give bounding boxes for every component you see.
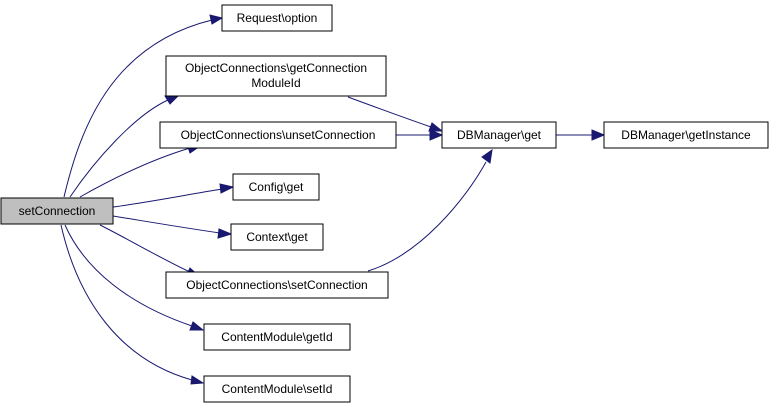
node-get-connection-module-id[interactable]: ObjectConnections\getConnection ModuleId <box>165 55 387 97</box>
arrowhead-gcmi-to-db-get <box>428 122 444 132</box>
node-request-option-label: Request\option <box>237 11 318 25</box>
arrowhead-content-module-set-id <box>190 375 205 385</box>
edge-root-to-unset-connection <box>79 147 191 198</box>
node-config-get[interactable]: Config\get <box>232 173 320 201</box>
edge-get-connection-module-id-to-db-manager-get <box>347 96 432 128</box>
edge-root-to-config-get <box>112 188 223 208</box>
node-db-manager-get-instance[interactable]: DBManager\getInstance <box>603 121 769 149</box>
arrowhead-get-connection-module-id <box>164 95 180 105</box>
edge-root-to-context-get <box>112 215 221 234</box>
node-db-manager-get-label: DBManager\get <box>457 128 542 142</box>
node-request-option[interactable]: Request\option <box>221 4 333 32</box>
node-db-manager-get-instance-label: DBManager\getInstance <box>621 128 751 142</box>
node-oc-set-connection-label: ObjectConnections\setConnection <box>186 278 367 292</box>
node-content-module-get-id[interactable]: ContentModule\getId <box>203 323 351 351</box>
arrowhead-unset-to-db-get <box>429 129 444 141</box>
node-context-get-label: Context\get <box>246 230 308 244</box>
node-unset-connection[interactable]: ObjectConnections\unsetConnection <box>159 121 397 149</box>
node-content-module-get-id-label: ContentModule\getId <box>221 330 332 344</box>
node-get-connection-module-id-label-line1: ObjectConnections\getConnection <box>185 61 367 75</box>
edge-root-to-request-option <box>63 19 213 198</box>
arrowhead-db-get-to-instance <box>591 129 606 141</box>
node-oc-set-connection[interactable]: ObjectConnections\setConnection <box>165 271 389 299</box>
node-get-connection-module-id-label-line2: ModuleId <box>251 76 300 90</box>
arrowhead-request-option <box>209 14 224 25</box>
arrowhead-context-get <box>217 228 233 239</box>
arrowhead-set-to-db-get <box>481 148 493 164</box>
arrowhead-content-module-get-id <box>189 321 205 331</box>
node-content-module-set-id-label: ContentModule\setId <box>222 382 333 396</box>
node-root[interactable]: setConnection <box>0 197 114 225</box>
node-db-manager-get[interactable]: DBManager\get <box>441 121 557 149</box>
edge-root-to-content-module-get-id <box>64 224 193 327</box>
edge-root-to-content-module-set-id <box>60 224 193 381</box>
node-content-module-set-id[interactable]: ContentModule\setId <box>203 375 351 403</box>
node-config-get-label: Config\get <box>249 180 304 194</box>
edge-oc-set-connection-to-db-manager-get <box>367 161 487 272</box>
node-context-get[interactable]: Context\get <box>230 223 324 251</box>
node-root-label: setConnection <box>19 204 96 218</box>
node-unset-connection-label: ObjectConnections\unsetConnection <box>181 128 376 142</box>
edge-root-to-get-connection-module-id <box>69 99 169 198</box>
edges <box>60 19 592 381</box>
edge-root-to-oc-set-connection <box>99 224 191 273</box>
arrowhead-config-get <box>219 183 235 194</box>
